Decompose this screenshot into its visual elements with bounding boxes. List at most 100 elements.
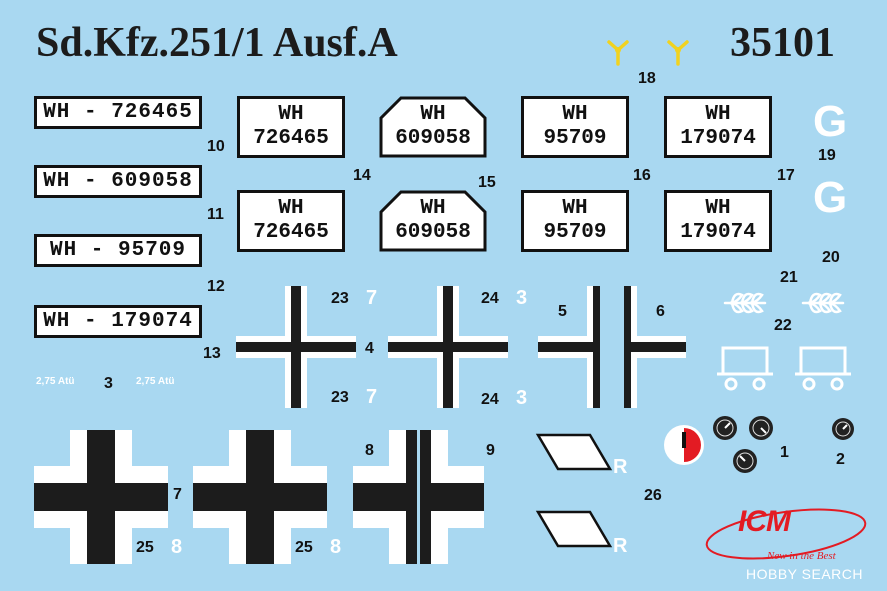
plate-line: 726465 [253, 221, 329, 244]
white-numeral-7: 7 [366, 287, 378, 309]
decal-number-14: 14 [353, 167, 371, 184]
plate-long: WH - 726465 [34, 96, 202, 129]
decal-number-25: 25 [136, 539, 154, 556]
catalog-number: 35101 [730, 20, 835, 66]
logo-tagline: New in the Best [767, 550, 836, 562]
balkenkreuz-medium [236, 286, 356, 408]
icm-logo: ICM [738, 505, 791, 538]
tire-pressure-marking: 2,75 Atü [136, 376, 175, 387]
decal-number-11: 11 [207, 206, 224, 223]
watermark: HOBBY SEARCH [746, 566, 863, 582]
decal-number-18: 18 [638, 70, 656, 87]
plate-square: WH 95709 [521, 190, 629, 252]
balkenkreuz-large [193, 430, 327, 564]
decal-number-22: 22 [774, 317, 792, 334]
decal-number-4: 4 [365, 340, 374, 357]
plate-square: WH 179074 [664, 96, 772, 158]
plate-long: WH - 95709 [34, 234, 202, 267]
half-cross-right [624, 286, 686, 408]
decal-number-20: 20 [822, 249, 840, 266]
plate-long: WH - 609058 [34, 165, 202, 198]
decal-number-25: 25 [295, 539, 313, 556]
icm-logo-swoosh [705, 508, 867, 560]
decal-number-26: 26 [644, 487, 662, 504]
decal-number-9: 9 [486, 442, 495, 459]
decal-number-16: 16 [633, 167, 651, 184]
plate-line: WH [562, 197, 588, 220]
decal-number-19: 19 [818, 147, 836, 164]
dial-icon [733, 449, 757, 473]
letter-g-decal: G [813, 173, 848, 222]
half-cross-large-right [420, 430, 484, 564]
decal-number-24: 24 [481, 391, 499, 408]
letter-g-decal: G [813, 97, 848, 146]
decal-number-7: 7 [173, 486, 182, 503]
yellow-emblem-icon [607, 40, 629, 66]
single-dial-decal [832, 418, 854, 440]
decal-number-5: 5 [558, 303, 567, 320]
plate-line: 726465 [253, 127, 329, 150]
yellow-emblem-icon [667, 40, 689, 66]
plate-line: WH [562, 103, 588, 126]
decal-number-12: 12 [207, 278, 225, 295]
balkenkreuz-large [34, 430, 168, 564]
dial-cluster-decal [713, 416, 773, 473]
plate-octagonal: WH 609058 [379, 96, 487, 158]
decal-number-23: 23 [331, 389, 349, 406]
oak-leaf-icon [723, 292, 767, 314]
white-numeral-8: 8 [171, 536, 183, 558]
plate-square: WH 179074 [664, 190, 772, 252]
trailer-symbol-icon [717, 346, 773, 391]
plate-line: 179074 [680, 221, 756, 244]
sheet-title: Sd.Kfz.251/1 Ausf.A [36, 20, 398, 66]
trailer-symbols [717, 346, 851, 391]
trailer-symbol-icon [795, 346, 851, 391]
half-cross-left [538, 286, 600, 408]
white-numeral-8: 8 [330, 536, 342, 558]
gauge-decal [664, 425, 704, 465]
letter-r-decal: R [613, 456, 628, 478]
decal-number-10: 10 [207, 138, 225, 155]
letter-r-decal: R [613, 535, 628, 557]
plate-line: 609058 [395, 221, 471, 244]
decal-number-23: 23 [331, 290, 349, 307]
decal-number-13: 13 [203, 345, 221, 362]
decal-number-6: 6 [656, 303, 665, 320]
parallelogram-decal [535, 510, 613, 548]
parallelogram-decal [535, 433, 613, 471]
white-numeral-3: 3 [516, 287, 528, 309]
plate-line: 95709 [543, 127, 607, 150]
balkenkreuz-medium [388, 286, 508, 408]
oak-leaf-icon [801, 292, 845, 314]
plate-line: 95709 [543, 221, 607, 244]
decal-number-1: 1 [780, 444, 789, 461]
plate-line: WH [705, 197, 731, 220]
oak-leaf-emblems [723, 292, 845, 314]
plate-line: 609058 [395, 127, 471, 150]
plate-long: WH - 179074 [34, 305, 202, 338]
tactical-emblem-pair [607, 40, 689, 66]
decal-number-15: 15 [478, 174, 496, 191]
decal-number-8: 8 [365, 442, 374, 459]
white-numeral-3: 3 [516, 387, 528, 409]
decal-number-3: 3 [104, 375, 113, 392]
dial-icon [749, 416, 773, 440]
plate-line: WH [705, 103, 731, 126]
decal-number-2: 2 [836, 451, 845, 468]
plate-line: WH [420, 103, 446, 126]
plate-line: WH [278, 103, 304, 126]
decal-number-24: 24 [481, 290, 499, 307]
tire-pressure-marking: 2,75 Atü [36, 376, 75, 387]
plate-line: WH [420, 197, 446, 220]
white-numeral-7: 7 [366, 386, 378, 408]
plate-square: WH 726465 [237, 190, 345, 252]
dial-icon [713, 416, 737, 440]
plate-line: 179074 [680, 127, 756, 150]
plate-line: WH [278, 197, 304, 220]
plate-octagonal: WH 609058 [379, 190, 487, 252]
decal-number-17: 17 [777, 167, 795, 184]
plate-square: WH 95709 [521, 96, 629, 158]
half-cross-large-left [353, 430, 417, 564]
plate-square: WH 726465 [237, 96, 345, 158]
